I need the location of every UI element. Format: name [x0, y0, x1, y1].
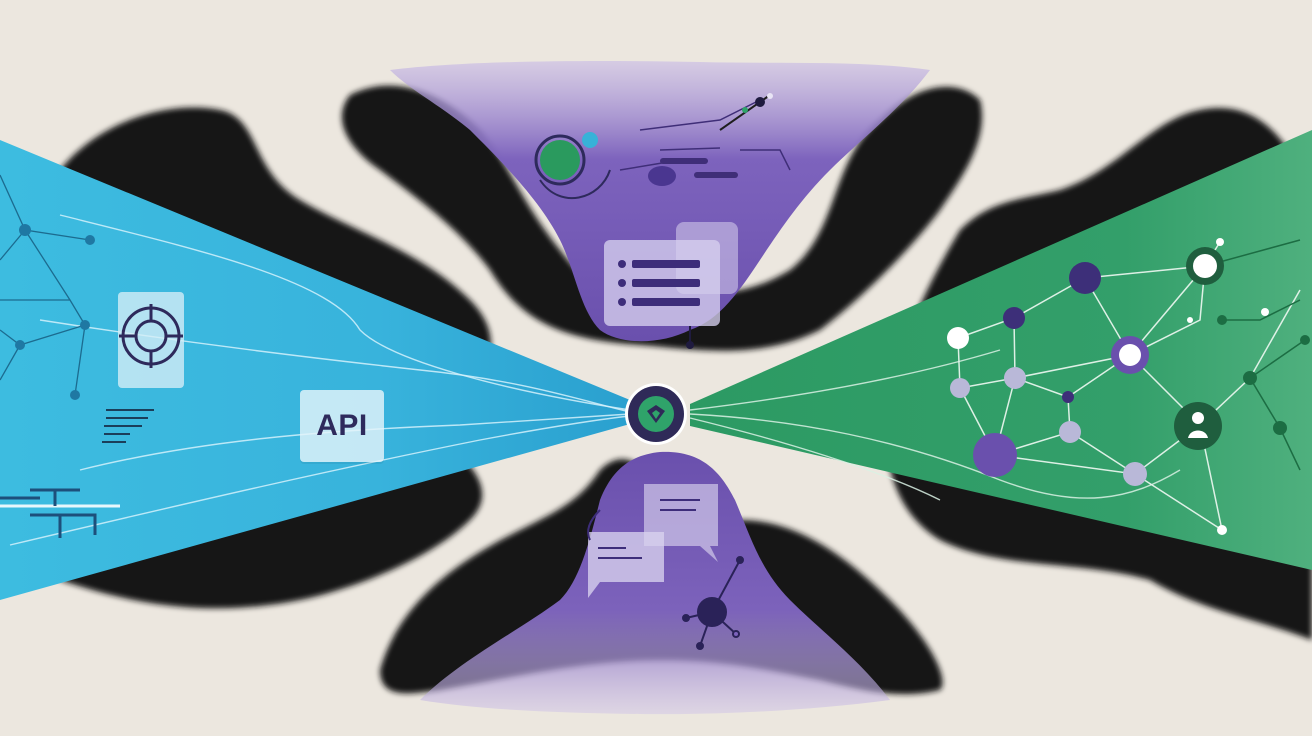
network-node — [947, 327, 969, 349]
network-node — [70, 390, 80, 400]
chat-bubbles-icon — [587, 484, 718, 598]
flow-line — [9, 415, 631, 546]
network-node-ring-core — [1119, 344, 1141, 366]
network-node — [1062, 391, 1074, 403]
network-node — [1300, 335, 1310, 345]
text-lines-icon — [102, 409, 154, 443]
message-icon — [604, 222, 738, 349]
hub-inner — [638, 396, 674, 432]
node-cluster-icon — [682, 556, 744, 650]
hub-icon — [647, 405, 665, 423]
dash-bar — [660, 158, 708, 164]
network-node — [1216, 238, 1224, 246]
network-node — [1187, 317, 1193, 323]
user-icon — [1174, 402, 1222, 450]
flow-line — [79, 413, 631, 471]
blob-shape — [648, 166, 676, 186]
green-beam — [690, 130, 1312, 570]
satellite-icon — [719, 93, 773, 131]
top-funnel-graph — [534, 93, 791, 199]
api-label: API — [316, 409, 368, 442]
network-node — [80, 320, 90, 330]
network-node — [950, 378, 970, 398]
api-card: API — [300, 390, 384, 462]
network-node — [85, 235, 95, 245]
network-node-ring-core — [1193, 254, 1217, 278]
beams — [0, 130, 1312, 600]
network-node — [15, 340, 25, 350]
network-graph-icon — [947, 238, 1310, 535]
purple-funnel-bottom — [420, 451, 890, 715]
connector-line — [619, 99, 791, 171]
network-node — [1261, 308, 1269, 316]
purple-funnel-top — [390, 60, 930, 342]
blue-beam — [0, 140, 630, 600]
network-node — [1243, 371, 1257, 385]
network-node — [973, 433, 1017, 477]
pipe-icon — [0, 488, 120, 538]
network-node — [1273, 421, 1287, 435]
network-nodes-icon — [0, 174, 95, 400]
hub-button[interactable] — [628, 386, 684, 442]
network-node — [1123, 462, 1147, 486]
target-card — [118, 292, 184, 388]
network-node — [1059, 421, 1081, 443]
connector-node — [686, 341, 694, 349]
flow-line — [689, 417, 941, 501]
network-node — [1004, 367, 1026, 389]
dash-bar — [694, 172, 738, 178]
target-icon — [119, 304, 183, 368]
target-card-bg — [118, 292, 184, 388]
network-node — [1069, 262, 1101, 294]
shadow-blob-top — [341, 85, 982, 351]
flow-line — [689, 349, 1001, 411]
node-cluster-icon — [534, 132, 611, 199]
flow-line — [59, 214, 631, 411]
network-node — [1217, 315, 1227, 325]
network-node — [19, 224, 31, 236]
network-node — [1003, 307, 1025, 329]
purple-funnels — [390, 60, 930, 715]
network-node — [1217, 525, 1227, 535]
connector-line — [587, 509, 601, 541]
